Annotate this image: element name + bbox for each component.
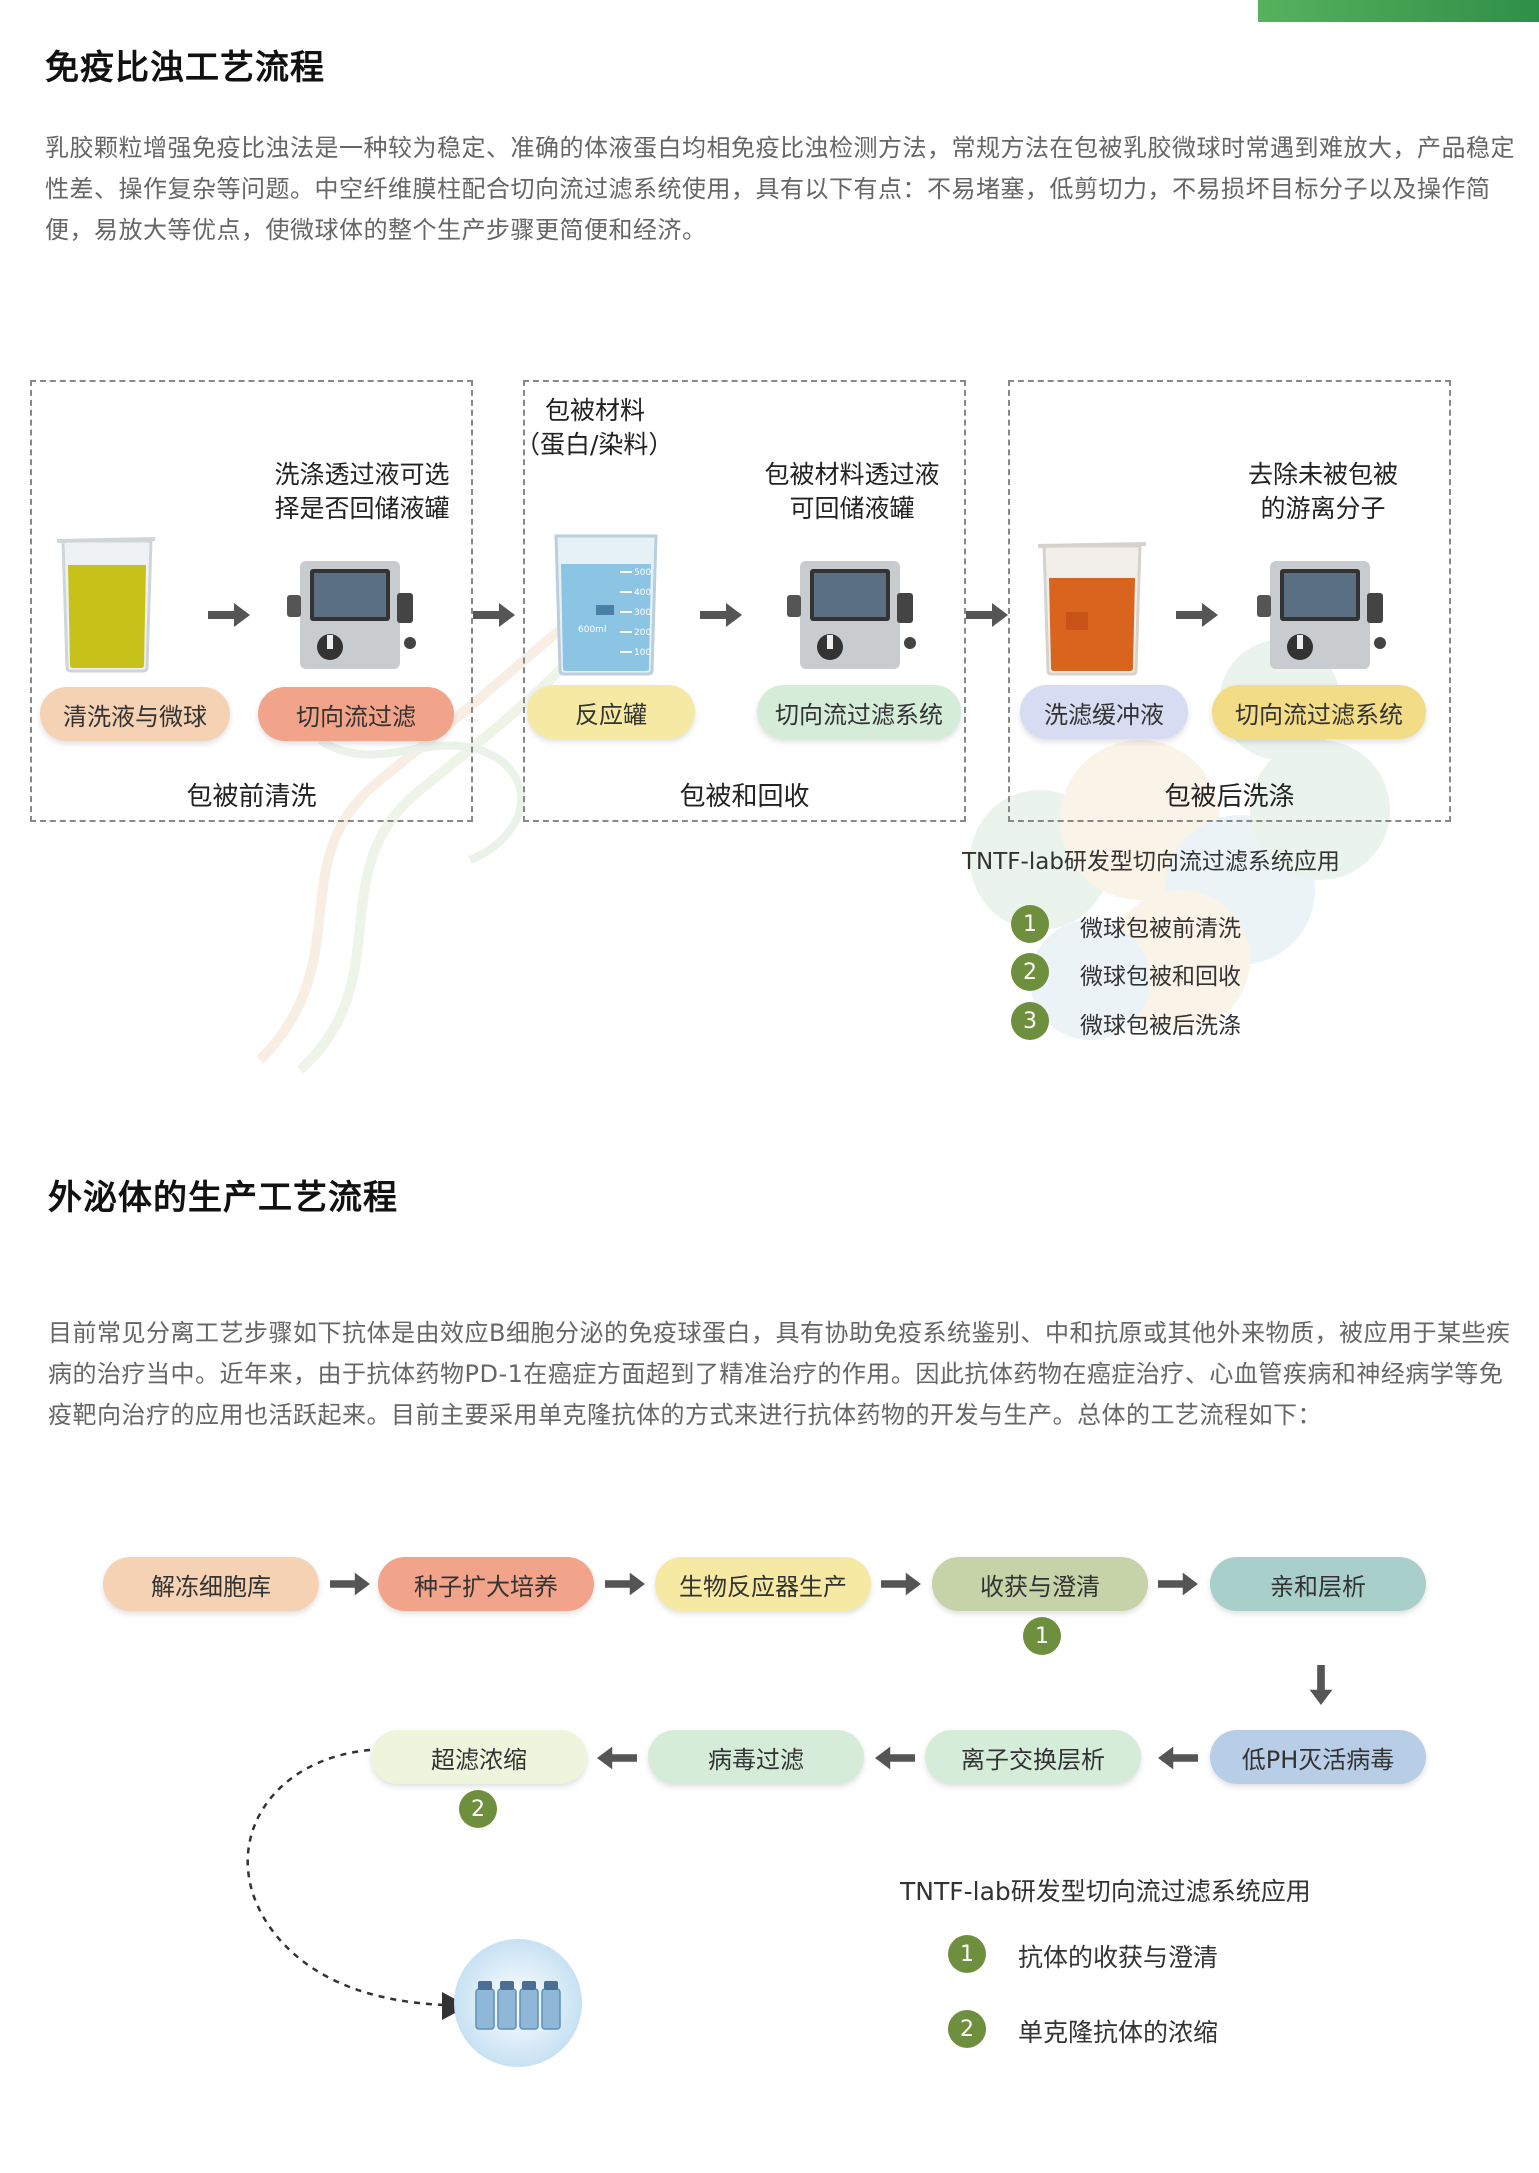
pill-reaction-tank: 反应罐 xyxy=(527,685,695,739)
arrow-right-icon xyxy=(1158,1572,1198,1596)
beaker-blue-icon: 500 400 300 200 100 600ml xyxy=(554,534,658,676)
caption-coating-material: 包被材料 （蛋白/染料） xyxy=(515,394,685,462)
step-ion-exchange: 离子交换层析 xyxy=(925,1730,1141,1784)
section1-title: 免疫比浊工艺流程 xyxy=(45,48,325,88)
step-affinity-chromatography: 亲和层析 xyxy=(1210,1557,1426,1611)
beaker-yellow-icon xyxy=(56,537,156,673)
caption-line: 洗涤透过液可选 xyxy=(274,460,450,489)
arrow-left-icon xyxy=(875,1746,915,1770)
step-badge-1: 1 xyxy=(1023,1617,1061,1655)
caption-line: 包被材料 xyxy=(545,396,646,425)
arrow-down-icon xyxy=(1309,1665,1333,1705)
caption-line: 的游离分子 xyxy=(1260,494,1386,523)
caption-line: 包被材料透过液 xyxy=(764,460,940,489)
section1-paragraph: 乳胶颗粒增强免疫比浊法是一种较为稳定、准确的体液蛋白均相免疫比浊检测方法，常规方… xyxy=(45,134,1515,244)
pill-tff: 切向流过滤 xyxy=(258,687,454,741)
beaker-mark: 500 xyxy=(634,568,651,578)
beaker-orange-icon xyxy=(1037,542,1147,676)
step-bioreactor-production: 生物反应器生产 xyxy=(655,1557,871,1611)
pill-wash-microsphere: 清洗液与微球 xyxy=(40,687,230,741)
protein-watermark xyxy=(970,640,1390,1040)
caption-remove-free: 去除未被包被 的游离分子 xyxy=(1228,458,1418,526)
legend2-title: TNTF-lab研发型切向流过滤系统应用 xyxy=(900,1877,1311,1906)
caption-coat-permeate: 包被材料透过液 可回储液罐 xyxy=(752,458,952,526)
tff-machine-icon xyxy=(1257,561,1386,669)
step-low-ph-inactivation: 低PH灭活病毒 xyxy=(1210,1730,1426,1784)
beaker-mark: 100 xyxy=(634,648,651,658)
beaker-mark: 300 xyxy=(634,608,651,618)
arrow-right-icon xyxy=(208,603,250,627)
arrow-left-icon xyxy=(1158,1746,1198,1770)
arrow-right-icon xyxy=(966,603,1008,627)
legend2-badge: 1 xyxy=(948,1935,986,1973)
tff-machine-icon xyxy=(787,561,916,669)
pill-tff-system: 切向流过滤系统 xyxy=(757,685,961,739)
legend1-badge: 2 xyxy=(1011,953,1049,991)
top-accent-bar xyxy=(1258,0,1539,22)
beaker-mark: 400 xyxy=(634,588,651,598)
tff-machine-icon xyxy=(287,561,416,669)
legend1-badge: 3 xyxy=(1011,1002,1049,1040)
legend1-badge: 1 xyxy=(1011,905,1049,943)
legend1-item: 微球包被后洗涤 xyxy=(1080,1013,1241,1039)
caption-line: 可回储液罐 xyxy=(789,494,915,523)
arrow-right-icon xyxy=(700,603,742,627)
arrow-right-icon xyxy=(1176,603,1218,627)
stage-label-coat-recover: 包被和回收 xyxy=(679,782,810,812)
step-harvest-clarify: 收获与澄清 xyxy=(932,1557,1148,1611)
step-seed-expansion: 种子扩大培养 xyxy=(378,1557,594,1611)
caption-line: 择是否回储液罐 xyxy=(274,494,450,523)
pill-diafiltration-buffer: 洗滤缓冲液 xyxy=(1020,685,1188,739)
arrow-left-icon xyxy=(597,1746,637,1770)
step-thaw-cell-bank: 解冻细胞库 xyxy=(103,1557,319,1611)
stage-label-pre-clean: 包被前清洗 xyxy=(186,782,317,812)
arrow-right-icon xyxy=(605,1572,645,1596)
arrow-right-icon xyxy=(881,1572,921,1596)
beaker-mark: 200 xyxy=(634,628,651,638)
caption-wash-permeate: 洗涤透过液可选 择是否回储液罐 xyxy=(262,458,462,526)
caption-line: 去除未被包被 xyxy=(1247,460,1398,489)
arrow-right-icon xyxy=(473,603,515,627)
beaker-volume: 600ml xyxy=(578,625,606,635)
legend2-item: 单克隆抗体的浓缩 xyxy=(1018,2018,1219,2047)
legend1-item: 微球包被前清洗 xyxy=(1080,916,1241,942)
process-box-post-wash xyxy=(1008,380,1451,822)
legend1-item: 微球包被和回收 xyxy=(1080,964,1241,990)
section2-paragraph: 目前常见分离工艺步骤如下抗体是由效应B细胞分泌的免疫球蛋白，具有协助免疫系统鉴别… xyxy=(48,1319,1511,1429)
stage-label-post-wash: 包被后洗涤 xyxy=(1164,782,1295,812)
arrow-right-icon xyxy=(330,1572,370,1596)
pill-tff-system: 切向流过滤系统 xyxy=(1212,685,1426,739)
dashed-curve-arrow xyxy=(246,1748,468,2020)
process-box-coat-recover xyxy=(523,380,966,822)
caption-line: （蛋白/染料） xyxy=(515,430,674,459)
legend2-badge: 2 xyxy=(948,2010,986,2048)
step-ultrafiltration: 超滤浓缩 xyxy=(371,1730,587,1784)
legend2-item: 抗体的收获与澄清 xyxy=(1018,1943,1219,1972)
vials-icon xyxy=(454,1939,582,2067)
legend1-title: TNTF-lab研发型切向流过滤系统应用 xyxy=(962,849,1340,875)
step-badge-2: 2 xyxy=(459,1790,497,1828)
section2-title: 外泌体的生产工艺流程 xyxy=(48,1178,398,1218)
process-box-pre-clean xyxy=(30,380,473,822)
step-virus-filtration: 病毒过滤 xyxy=(648,1730,864,1784)
